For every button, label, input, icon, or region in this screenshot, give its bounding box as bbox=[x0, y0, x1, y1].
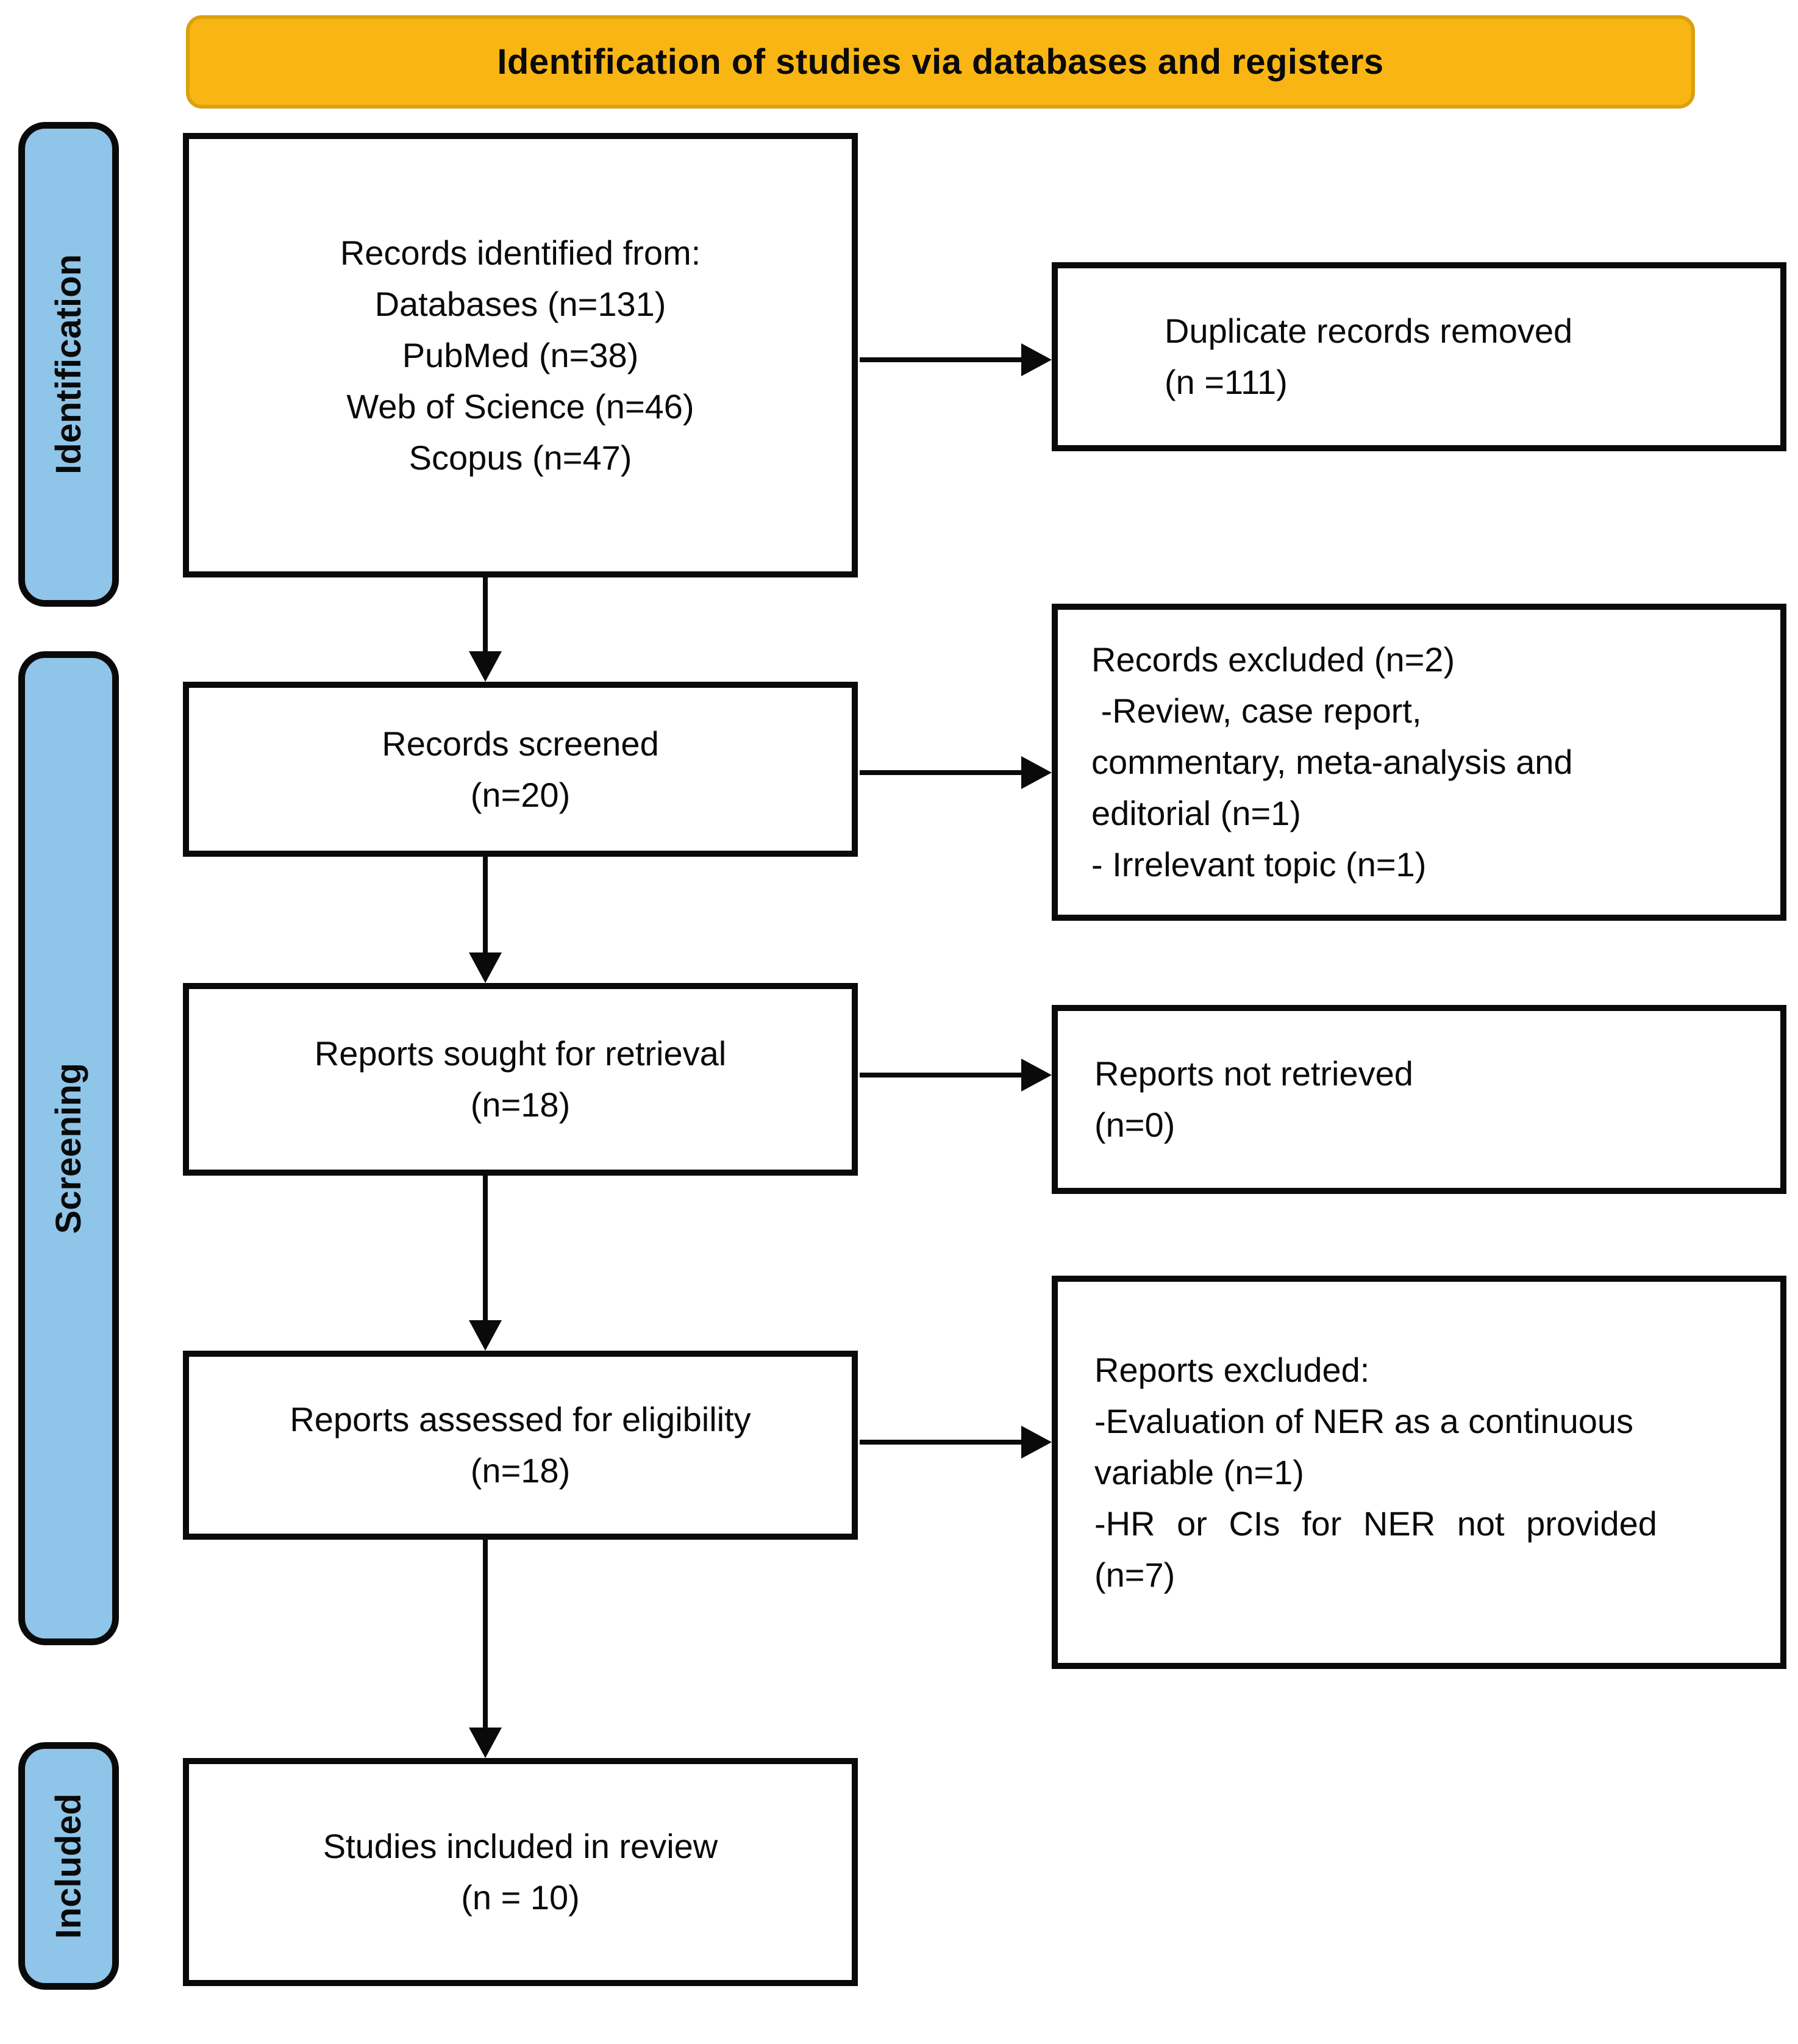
stage-identification: Identification bbox=[18, 122, 119, 607]
box-records-screened-line: Records screened bbox=[382, 724, 659, 763]
box-duplicate-records-removed-line: (n =111) bbox=[1165, 363, 1288, 401]
box-records-identified: Records identified from: Databases (n=13… bbox=[183, 133, 858, 577]
box-reports-assessed-line: (n=18) bbox=[470, 1451, 571, 1490]
box-records-excluded-line: - Irrelevant topic (n=1) bbox=[1091, 845, 1427, 884]
box-records-excluded-line: -Review, case report, bbox=[1091, 691, 1422, 730]
box-records-identified-line: Databases (n=131) bbox=[374, 284, 666, 323]
stage-screening-label: Screening bbox=[49, 1062, 88, 1234]
arrowhead-down-icon bbox=[469, 651, 502, 682]
box-records-excluded-line: editorial (n=1) bbox=[1091, 794, 1301, 832]
stage-included-label: Included bbox=[49, 1793, 88, 1939]
arrow-identified-to-screened bbox=[469, 577, 502, 682]
box-reports-assessed: Reports assessed for eligibility (n=18) bbox=[183, 1351, 858, 1540]
arrowhead-right-icon bbox=[1021, 756, 1052, 789]
stage-identification-label: Identification bbox=[49, 254, 88, 474]
box-records-screened-line: (n=20) bbox=[470, 775, 571, 814]
box-records-screened: Records screened (n=20) bbox=[183, 682, 858, 857]
arrow-assessed-to-reports-excluded bbox=[860, 1426, 1052, 1459]
box-records-excluded: Records excluded (n=2) -Review, case rep… bbox=[1052, 604, 1786, 921]
stage-screening: Screening bbox=[18, 651, 119, 1645]
box-studies-included: Studies included in review (n = 10) bbox=[183, 1758, 858, 1986]
box-records-identified-line: Scopus (n=47) bbox=[408, 438, 632, 477]
box-reports-excluded-line: -Evaluation of NER as a continuous bbox=[1094, 1401, 1634, 1440]
box-studies-included-line: Studies included in review bbox=[323, 1827, 718, 1865]
box-reports-excluded-line: (n=7) bbox=[1094, 1555, 1175, 1594]
box-records-excluded-line: Records excluded (n=2) bbox=[1091, 640, 1455, 679]
arrowhead-right-icon bbox=[1021, 1059, 1052, 1092]
arrow-assessed-to-included bbox=[469, 1540, 502, 1758]
arrowhead-down-icon bbox=[469, 1728, 502, 1758]
box-reports-not-retrieved-line: (n=0) bbox=[1094, 1106, 1175, 1144]
box-reports-excluded-line: -HR or CIs for NER not provided bbox=[1094, 1504, 1657, 1543]
box-reports-sought: Reports sought for retrieval (n=18) bbox=[183, 983, 858, 1176]
box-reports-assessed-line: Reports assessed for eligibility bbox=[290, 1400, 751, 1438]
title-banner: Identification of studies via databases … bbox=[186, 15, 1695, 109]
box-reports-excluded-line: variable (n=1) bbox=[1094, 1453, 1304, 1492]
arrow-screened-to-records-excluded bbox=[860, 756, 1052, 789]
box-duplicate-records-removed-line: Duplicate records removed bbox=[1165, 312, 1573, 350]
box-reports-excluded-line: Reports excluded: bbox=[1094, 1350, 1370, 1389]
stage-included: Included bbox=[18, 1742, 119, 1990]
box-reports-sought-line: (n=18) bbox=[470, 1085, 571, 1124]
arrow-sought-to-assessed bbox=[469, 1176, 502, 1351]
arrow-screened-to-sought bbox=[469, 857, 502, 983]
box-records-identified-line: Web of Science (n=46) bbox=[346, 387, 694, 426]
box-reports-excluded: Reports excluded: -Evaluation of NER as … bbox=[1052, 1276, 1786, 1669]
title-banner-label: Identification of studies via databases … bbox=[497, 42, 1384, 82]
box-reports-not-retrieved: Reports not retrieved (n=0) bbox=[1052, 1005, 1786, 1194]
box-records-excluded-line: commentary, meta-analysis and bbox=[1091, 743, 1573, 781]
arrow-identified-to-duplicates bbox=[860, 343, 1052, 376]
box-reports-sought-line: Reports sought for retrieval bbox=[314, 1034, 727, 1073]
box-studies-included-line: (n = 10) bbox=[461, 1878, 580, 1917]
box-duplicate-records-removed: Duplicate records removed (n =111) bbox=[1052, 262, 1786, 451]
arrowhead-down-icon bbox=[469, 952, 502, 983]
box-records-identified-line: PubMed (n=38) bbox=[402, 335, 639, 374]
arrowhead-right-icon bbox=[1021, 343, 1052, 376]
box-reports-not-retrieved-line: Reports not retrieved bbox=[1094, 1054, 1413, 1093]
arrowhead-right-icon bbox=[1021, 1426, 1052, 1459]
arrow-sought-to-not-retrieved bbox=[860, 1059, 1052, 1092]
arrowhead-down-icon bbox=[469, 1320, 502, 1351]
box-records-identified-line: Records identified from: bbox=[340, 233, 701, 272]
